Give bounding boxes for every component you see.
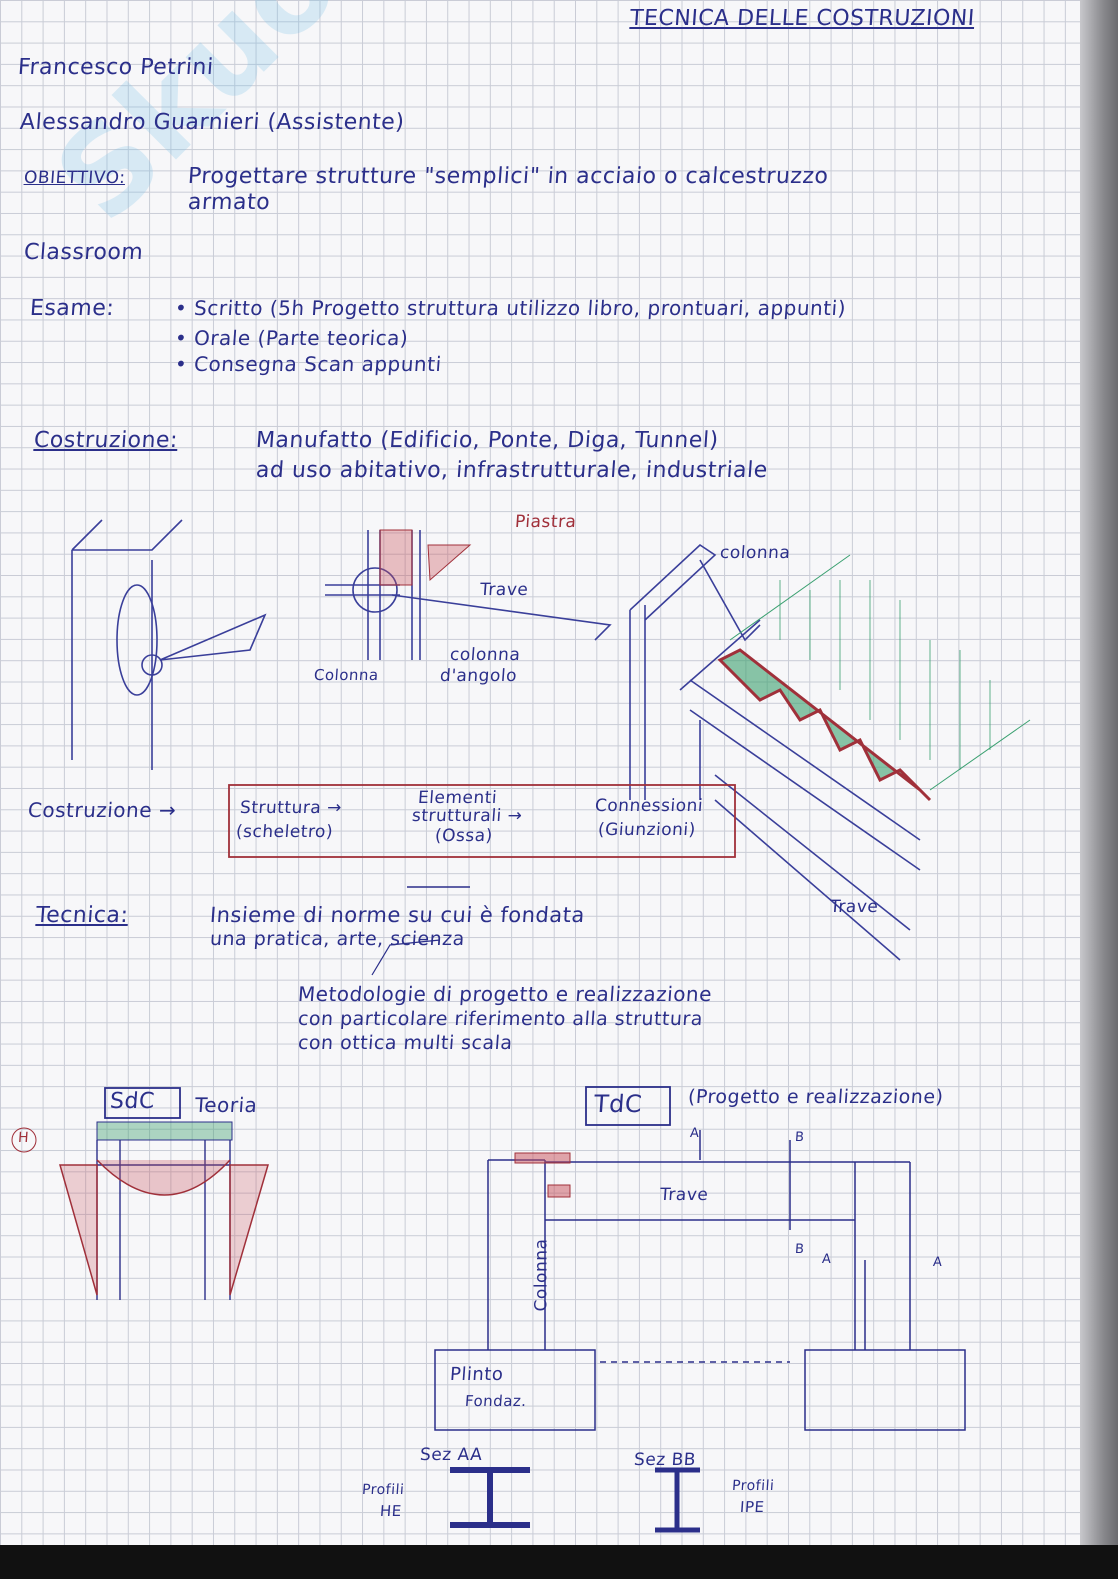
- label-trave-iso: Trave: [829, 897, 880, 917]
- sdc-label: SdC: [109, 1089, 156, 1114]
- tdc-note: (Progetto e realizzazione): [687, 1086, 945, 1108]
- flow-step-struttura-note: (scheletro): [235, 822, 334, 842]
- flow-start: Costruzione →: [27, 798, 178, 822]
- flow-step-connessioni-note: (Giunzioni): [597, 820, 697, 840]
- flow-step-connessioni: Connessioni: [594, 796, 704, 816]
- label-plinto: Plinto: [449, 1364, 505, 1385]
- label-trave: Trave: [479, 580, 530, 600]
- page-edge: [1080, 0, 1118, 1545]
- label-profili-he: Profili: [361, 1482, 405, 1498]
- label-fondazione: Fondaz.: [464, 1392, 528, 1410]
- tecnica-text: una pratica, arte, scienza: [209, 928, 466, 950]
- label-sez-aa: Sez AA: [419, 1445, 484, 1465]
- flow-step-elementi-note: (Ossa): [434, 826, 494, 846]
- label-colonna-angolo-2: d'angolo: [439, 666, 518, 686]
- sketch-drawings: [11, 519, 1031, 1533]
- label-colonna: Colonna: [313, 666, 380, 684]
- tecnica-text: con ottica multi scala: [297, 1032, 514, 1054]
- label-piastra: Piastra: [514, 512, 578, 532]
- label-colonna-iso: colonna: [719, 543, 792, 563]
- flow-step-elementi-2: strutturali →: [411, 806, 524, 826]
- flow-step-elementi: Elementi: [417, 788, 498, 808]
- section-mark-a-3: A: [932, 1255, 943, 1270]
- label-trave-frame: Trave: [659, 1185, 710, 1205]
- label-sez-bb: Sez BB: [633, 1450, 697, 1470]
- h-mark: H: [17, 1130, 30, 1146]
- tecnica-text: con particolare riferimento alla struttu…: [297, 1008, 704, 1030]
- tecnica-label: Tecnica:: [35, 903, 130, 928]
- flow-step-struttura: Struttura →: [239, 798, 343, 818]
- tecnica-text: Insieme di norme su cui è fondata: [209, 903, 586, 927]
- label-ipe: IPE: [739, 1498, 766, 1516]
- label-profili-ipe: Profili: [731, 1478, 775, 1494]
- section-mark-b: B: [794, 1130, 805, 1145]
- section-mark-b-2: B: [794, 1242, 805, 1257]
- label-colonna-angolo: colonna: [449, 645, 522, 665]
- tdc-label: TdC: [593, 1090, 644, 1118]
- teoria-label: Teoria: [194, 1093, 259, 1117]
- section-mark-a-2: A: [821, 1252, 832, 1267]
- scan-border: [0, 1545, 1118, 1579]
- label-colonna-frame: Colonna: [531, 1238, 552, 1312]
- section-mark-a: A: [689, 1126, 700, 1141]
- label-he: HE: [379, 1502, 403, 1520]
- tecnica-text: Metodologie di progetto e realizzazione: [297, 982, 713, 1006]
